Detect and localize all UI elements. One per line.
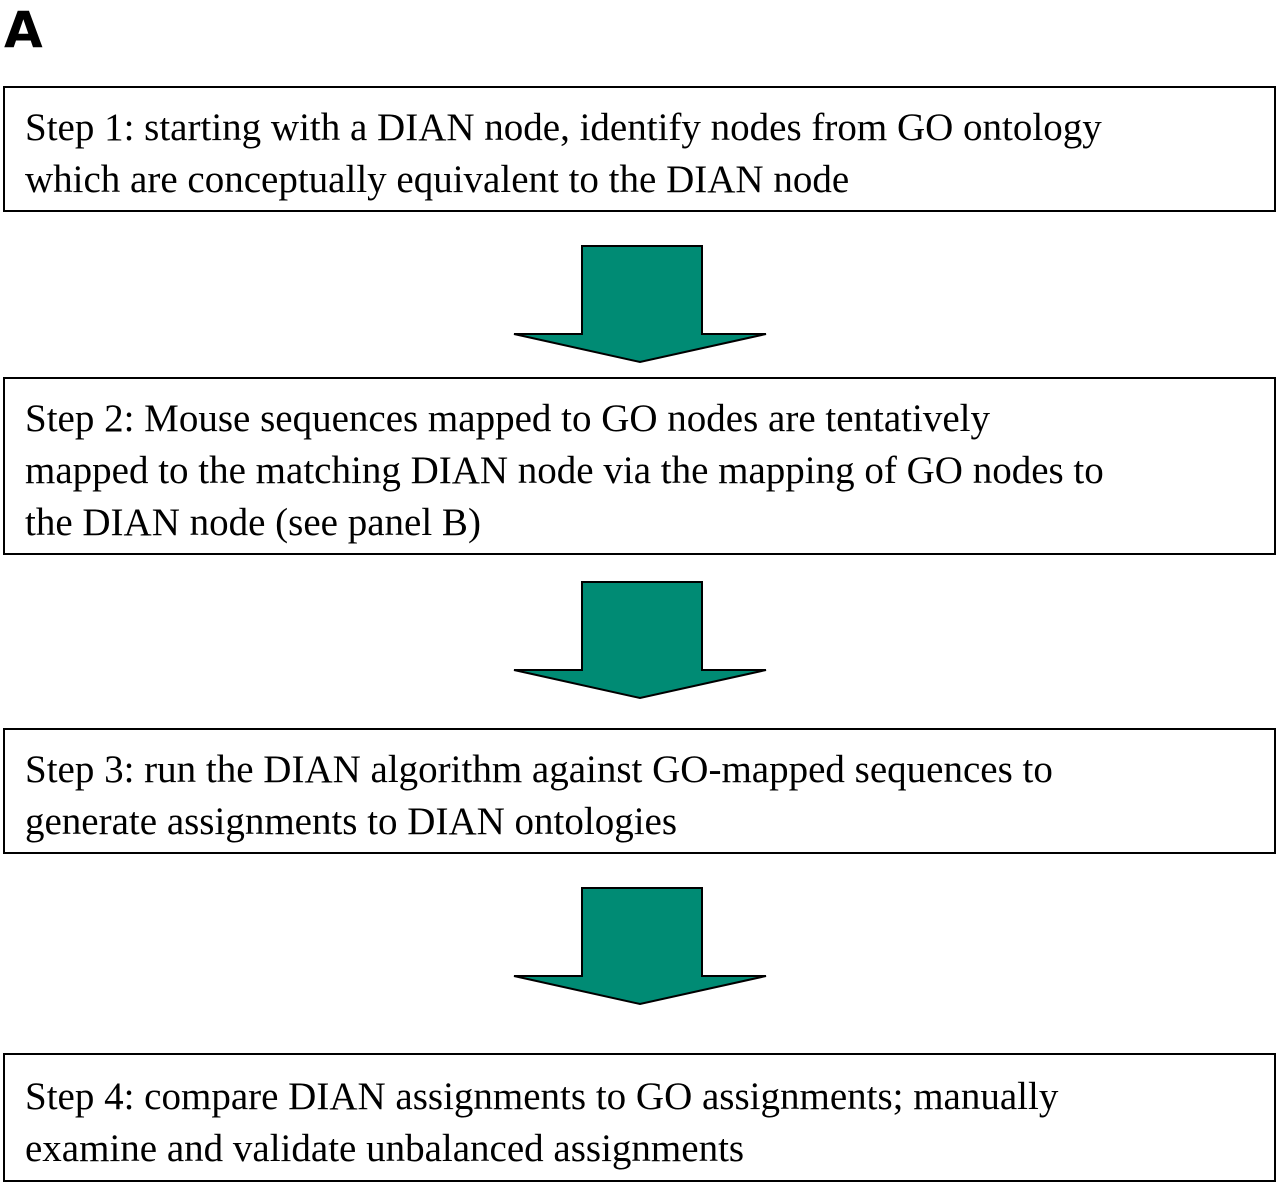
step-4-box: Step 4: compare DIAN assignments to GO a… xyxy=(3,1053,1276,1182)
step-1-box: Step 1: starting with a DIAN node, ident… xyxy=(3,86,1276,212)
step-2-box: Step 2: Mouse sequences mapped to GO nod… xyxy=(3,377,1276,555)
down-arrow-icon xyxy=(513,245,767,364)
panel-label: A xyxy=(4,1,43,59)
down-arrow-icon xyxy=(513,581,767,700)
step-3-box: Step 3: run the DIAN algorithm against G… xyxy=(3,728,1276,854)
down-arrow-icon xyxy=(513,887,767,1006)
